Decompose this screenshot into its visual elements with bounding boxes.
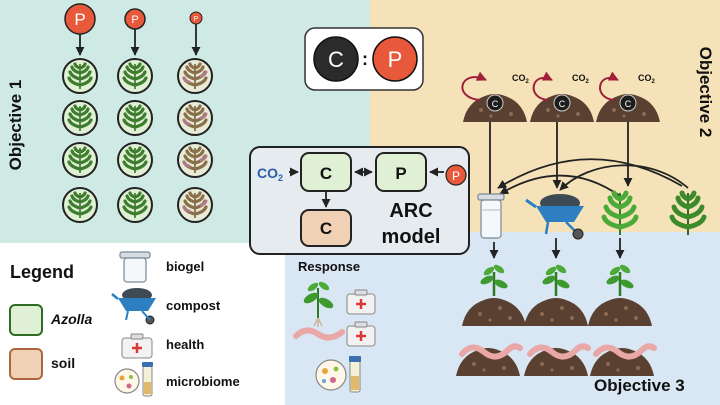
azolla-plant-1	[601, 190, 639, 235]
objective2-title: Objective 2	[696, 46, 715, 138]
legend-microbiome-label: microbiome	[166, 374, 240, 389]
svg-text:P: P	[395, 164, 406, 183]
objective3-title: Objective 3	[594, 376, 685, 395]
response-title: Response	[298, 259, 360, 274]
compost-wheelbarrow	[525, 194, 584, 240]
svg-text:CO2: CO2	[638, 73, 656, 85]
p-badge-medium: P	[124, 8, 146, 30]
arrow-azolla-to-compost	[559, 164, 689, 191]
arrow-azolla-to-biogel	[497, 158, 683, 189]
svg-text:C: C	[320, 164, 332, 183]
response-health-icon-2	[346, 321, 376, 347]
svg-text:P: P	[452, 169, 460, 183]
svg-text:C: C	[492, 99, 499, 109]
respiring-soil-3: C CO2	[596, 71, 660, 122]
worm-soil-3	[590, 346, 654, 376]
arc-c-soil-box	[300, 209, 352, 247]
objective1-title: Objective 1	[6, 79, 25, 171]
svg-text:P: P	[194, 16, 199, 23]
response-microbiome-icon	[315, 356, 361, 393]
legend-health-icon	[121, 333, 153, 359]
legend-soil-swatch	[9, 348, 43, 380]
respiring-soil-2: C CO2	[530, 71, 594, 122]
legend-biogel-label: biogel	[166, 259, 205, 274]
svg-text::: :	[362, 49, 368, 69]
response-plant-icon	[303, 281, 334, 327]
arc-co2-label: CO2	[257, 165, 283, 183]
p-badge-large: P	[64, 3, 96, 35]
svg-text:C: C	[625, 99, 632, 109]
legend-azolla-swatch	[9, 304, 43, 336]
svg-text:P: P	[74, 10, 85, 29]
carbon-circle	[313, 36, 359, 82]
response-health-icon-1	[346, 289, 376, 315]
arc-p-plant-box	[375, 152, 427, 192]
legend-azolla-label: Azolla	[51, 311, 93, 327]
worm-soil-2	[524, 346, 588, 376]
legend-soil-label: soil	[51, 355, 76, 371]
legend-compost-icon	[111, 288, 156, 325]
svg-text:C: C	[320, 219, 332, 238]
p-badge-small: P	[189, 11, 203, 25]
worm-soil-1	[456, 346, 520, 376]
azolla-plant-2	[669, 190, 707, 235]
arc-label-line2: model	[382, 226, 441, 248]
svg-text:P: P	[131, 14, 138, 26]
legend-biogel-icon	[119, 251, 151, 283]
respiring-soil-1: C CO2	[461, 71, 530, 122]
biogel-jar	[477, 193, 505, 239]
svg-text:CO2: CO2	[512, 73, 530, 85]
arc-p-input-badge: P	[445, 164, 467, 186]
svg-text:P: P	[388, 47, 403, 72]
legend-health-label: health	[166, 337, 205, 352]
svg-text:CO2: CO2	[572, 73, 590, 85]
legend-compost-label: compost	[166, 298, 221, 313]
svg-text:C: C	[559, 99, 566, 109]
response-worm-icon	[293, 327, 345, 341]
arrow-azolla-to-biogel-2	[499, 174, 621, 197]
phosphorus-circle	[372, 36, 418, 82]
svg-text:C: C	[328, 47, 344, 72]
arc-label-line1: ARC	[389, 200, 432, 222]
legend-title: Legend	[10, 262, 75, 282]
legend-microbiome-icon	[114, 362, 153, 397]
